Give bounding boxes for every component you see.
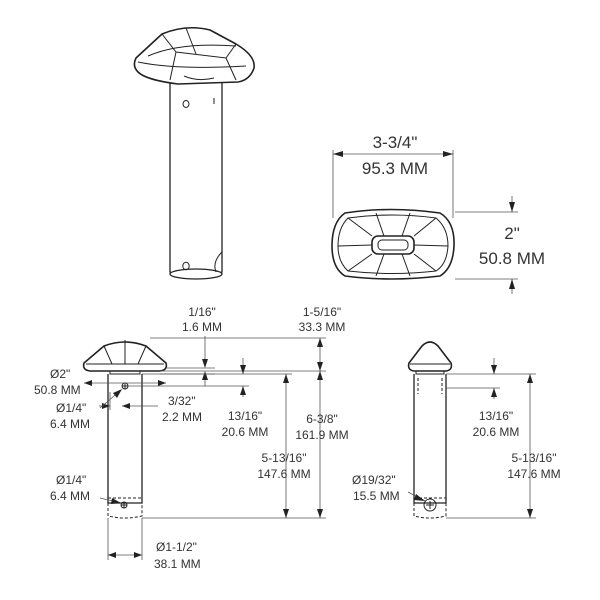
bottom-hole-arrow [111, 498, 121, 504]
cap-offset-mm: 1.6 MM [182, 320, 222, 334]
top-height-arrow-top [509, 202, 515, 212]
side-cap [407, 341, 453, 372]
overall-inch: 6-3/8" [306, 412, 338, 426]
side-view: 13/16" 20.6 MM 5-13/16" 147.6 MM Ø19/32"… [352, 341, 561, 519]
side-hole-depth-inch: 13/16" [479, 409, 513, 423]
side-post-len-mm: 147.6 MM [507, 467, 560, 481]
iso-cap-ridge [147, 44, 237, 57]
top-hole-mm: 6.4 MM [50, 417, 90, 431]
post-len-arrow-bottom [283, 509, 289, 518]
top-width-mm: 95.3 MM [362, 159, 428, 178]
bottom-hole-mm: 6.4 MM [50, 489, 90, 503]
top-view: 3-3/4" 95.3 MM 2" 50.8 MM [331, 133, 545, 294]
side-bottom-hole-arrow [414, 494, 425, 501]
post-dia-inch: Ø1-1/2" [156, 540, 197, 554]
hole-depth-mm: 20.6 MM [222, 425, 269, 439]
cap-dia-mm: 50.8 MM [34, 383, 81, 397]
hole-depth-inch: 13/16" [228, 409, 262, 423]
cap-height-arrow-top [317, 338, 323, 347]
isometric-view [133, 26, 255, 280]
hole-offset-arrow-right [122, 403, 130, 409]
front-post [107, 374, 143, 504]
cap-height-arrow-bottom [317, 362, 323, 371]
side-bottom-hole-inch: Ø19/32" [352, 473, 396, 487]
side-post [413, 374, 447, 504]
post-len-inch: 5-13/16" [262, 451, 307, 465]
top-view-facets-3 [337, 244, 449, 247]
iso-cap-band [137, 61, 247, 68]
iso-post-bottom [169, 268, 223, 280]
side-post-bottom-hidden [413, 503, 447, 519]
top-height-mm: 50.8 MM [479, 249, 545, 268]
side-bottom-hole-mm: 15.5 MM [353, 489, 400, 503]
side-hole-depth-arrow-bottom [491, 388, 497, 397]
iso-cap [133, 26, 255, 85]
top-height-inch: 2" [504, 224, 520, 243]
hole-depth-arrow-top [240, 365, 246, 374]
top-view-facets [347, 217, 437, 272]
cap-dia-arrow-left [84, 380, 92, 386]
overall-arrow-bottom [317, 509, 323, 518]
side-post-len-arrow-top [527, 374, 533, 383]
top-height-arrow-bottom [509, 279, 515, 289]
iso-cap-lip [183, 75, 215, 81]
cap-dia-inch: Ø2" [50, 367, 70, 381]
cap-height-mm: 33.3 MM [299, 320, 346, 334]
overall-mm: 161.9 MM [295, 428, 348, 442]
post-dia-arrow-right [134, 552, 142, 558]
side-cap-neck [415, 370, 445, 375]
bottom-hole-inch: Ø1/4" [56, 473, 86, 487]
iso-hole-top [182, 100, 190, 108]
top-view-facets-2 [375, 212, 411, 277]
side-bottom-hole [423, 498, 437, 512]
iso-post [169, 81, 223, 279]
cap-dia-arrow-right [158, 380, 166, 386]
hole-depth-arrow-bottom [240, 386, 246, 395]
side-post-len-arrow-bottom [527, 509, 533, 518]
iso-cap-facet [161, 33, 237, 59]
post-len-mm: 147.6 MM [257, 467, 310, 481]
top-width-arrow-left [333, 151, 343, 157]
front-view: 1/16" 1.6 MM 1-5/16" 33.3 MM 6-3/8" 161.… [34, 305, 349, 571]
overall-arrow-top [317, 371, 323, 380]
hole-offset-mm: 2.2 MM [162, 410, 202, 424]
side-hole-depth-mm: 20.6 MM [473, 425, 520, 439]
cap-height-inch: 1-5/16" [303, 305, 341, 319]
front-cap-facets [103, 340, 147, 365]
front-post-bottom-hidden [107, 503, 143, 519]
post-len-arrow-top [283, 374, 289, 383]
top-width-inch: 3-3/4" [373, 133, 418, 152]
hole-offset-inch: 3/32" [168, 394, 196, 408]
post-dia-arrow-left [108, 552, 116, 558]
iso-cap-facet-3 [225, 57, 237, 81]
front-cap-neck [109, 370, 141, 375]
top-hole-inch: Ø1/4" [56, 401, 86, 415]
dim-1-16-arrow-bottom [202, 371, 208, 380]
cap-offset-inch: 1/16" [188, 305, 216, 319]
side-hole-depth-arrow-top [491, 365, 497, 374]
iso-bottom-slot [214, 251, 223, 273]
post-dia-mm: 38.1 MM [154, 557, 201, 571]
top-view-slot-inner [377, 239, 409, 251]
iso-hole-bottom [182, 261, 190, 271]
iso-cap-facet-4 [185, 27, 197, 55]
side-post-len-inch: 5-13/16" [512, 451, 557, 465]
iso-cap-facet-2 [169, 51, 177, 81]
top-width-arrow-right [443, 151, 453, 157]
top-hole-arrow [113, 389, 122, 398]
dim-1-16-arrow-top [202, 359, 208, 368]
